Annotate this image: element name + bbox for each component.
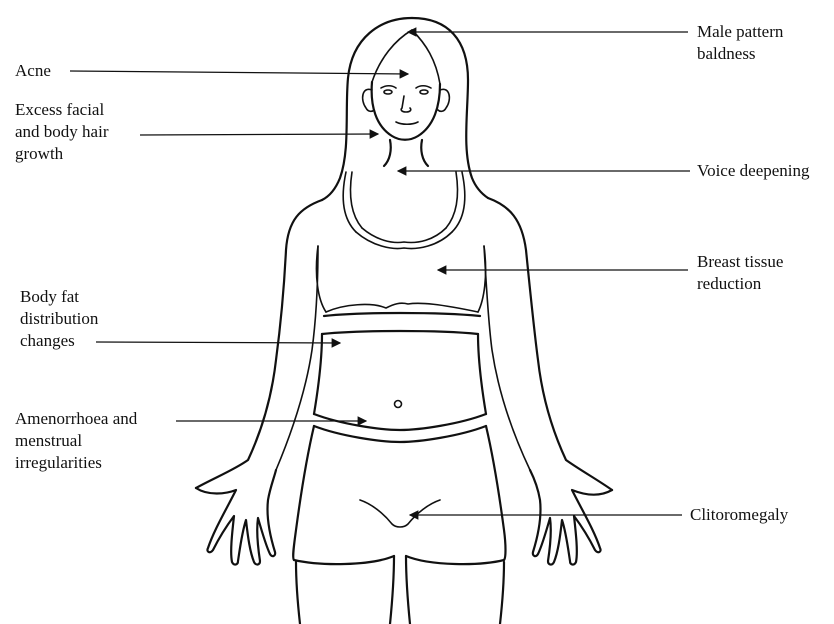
label-amenorrhoea-line-3: irregularities [15,452,137,474]
label-breast-tissue-reduction: Breast tissue reduction [697,251,783,295]
label-amenorrhoea: Amenorrhoea and menstrual irregularities [15,408,137,474]
label-acne-line-1: Acne [15,60,51,82]
label-amenorrhoea-line-2: menstrual [15,430,137,452]
label-breast-line-1: Breast tissue [697,251,783,273]
label-body-fat: Body fat distribution changes [20,286,98,352]
acne-leader [70,71,408,74]
label-excess-hair: Excess facial and body hair growth [15,99,108,165]
label-baldness-line-2: baldness [697,43,783,65]
label-male-pattern-baldness: Male pattern baldness [697,21,783,65]
label-acne: Acne [15,60,51,82]
fat-leader [96,342,340,343]
label-amenorrhoea-line-1: Amenorrhoea and [15,408,137,430]
label-breast-line-2: reduction [697,273,783,295]
label-body-fat-line-2: distribution [20,308,98,330]
label-excess-hair-line-3: growth [15,143,108,165]
label-body-fat-line-3: changes [20,330,98,352]
label-excess-hair-line-1: Excess facial [15,99,108,121]
label-clitoromegaly: Clitoromegaly [690,504,788,526]
label-body-fat-line-1: Body fat [20,286,98,308]
label-baldness-line-1: Male pattern [697,21,783,43]
label-voice-line-1: Voice deepening [697,160,810,182]
label-clito-line-1: Clitoromegaly [690,504,788,526]
hair-leader [140,134,378,135]
label-excess-hair-line-2: and body hair [15,121,108,143]
label-voice-deepening: Voice deepening [697,160,810,182]
